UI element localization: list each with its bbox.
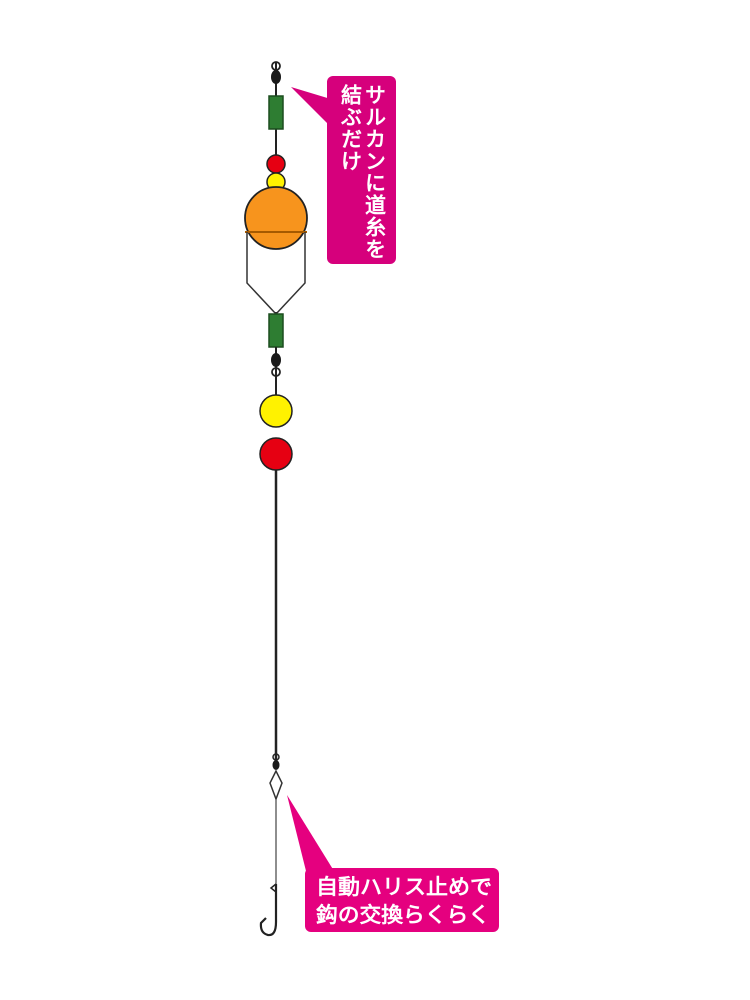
hook-callout-pointer [287, 795, 334, 871]
middle-swivel-icon [271, 347, 281, 377]
large-red-bead [259, 437, 293, 471]
top-swivel-icon [271, 61, 281, 92]
lower-swivel-icon [272, 753, 280, 770]
swivel-callout-line-1: サルカンに道糸を [363, 84, 387, 260]
hook-icon [259, 883, 278, 937]
hook-callout-box [305, 868, 499, 932]
lower-float-stopper [268, 313, 284, 348]
swivel-callout-pointer [291, 87, 334, 130]
float-icon [244, 186, 308, 250]
swivel-callout-line-2: 結ぶだけ [339, 83, 363, 172]
hook-callout: 自動ハリス止めで 鈎の交換らくらく [287, 795, 499, 932]
hook-callout-line-2: 鈎の交換らくらく [316, 903, 490, 927]
hook-snap-icon [269, 769, 283, 802]
upper-float-stopper [268, 95, 284, 130]
swivel-callout-box [327, 76, 396, 264]
swivel-callout: サルカンに道糸を 結ぶだけ [291, 76, 396, 264]
large-yellow-bead [259, 394, 293, 428]
hook-callout-line-1: 自動ハリス止めで [316, 875, 492, 899]
small-red-bead [266, 154, 286, 174]
